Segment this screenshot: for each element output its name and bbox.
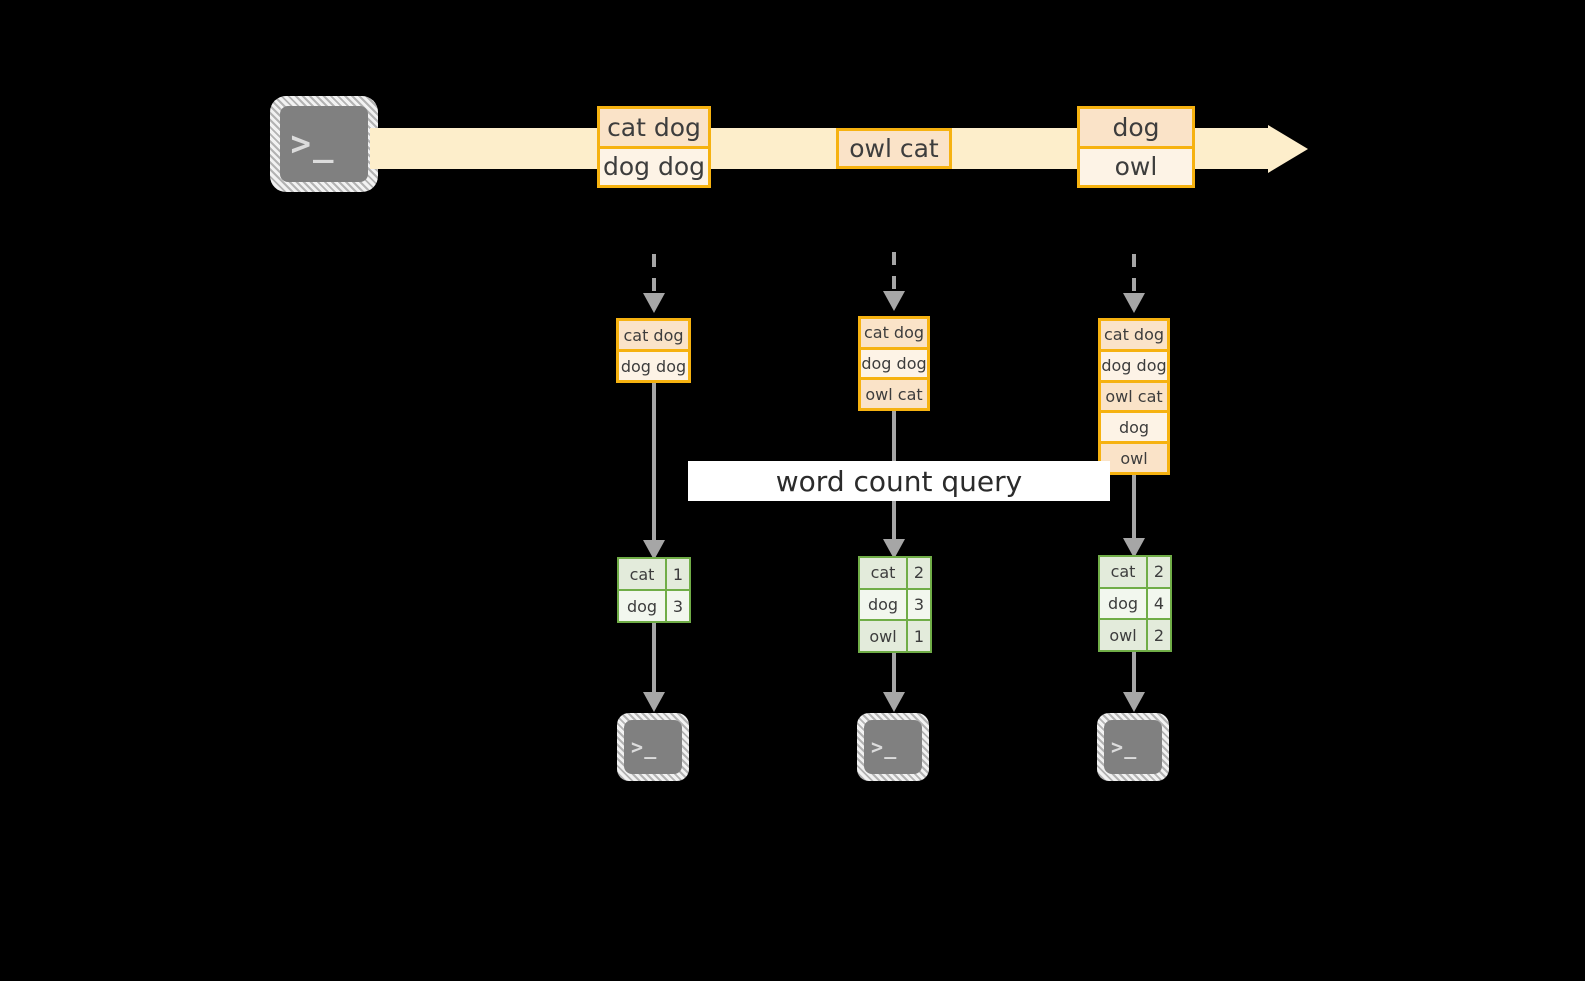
- input-table-row: dog dog: [1101, 348, 1167, 380]
- stream-record-line: owl cat: [839, 131, 949, 166]
- result-word-cell: cat: [619, 559, 665, 589]
- terminal-screen: >_: [1104, 720, 1162, 774]
- result-word-cell: owl: [1100, 620, 1146, 651]
- stream-record-1: cat dog dog dog: [597, 106, 711, 188]
- result-table-row: cat 2: [1100, 557, 1170, 587]
- result-table-row: dog 3: [619, 589, 689, 621]
- query-label-band: word count query: [688, 461, 1110, 501]
- query-connector-col-1: [652, 383, 656, 553]
- result-table-row: owl 2: [1100, 618, 1170, 651]
- result-count-cell: 2: [906, 558, 930, 588]
- result-table-col-1: cat 1 dog 3: [617, 557, 691, 623]
- sink-terminal-icon-col-2: >_: [857, 713, 929, 781]
- source-terminal-icon: >_: [270, 96, 378, 192]
- terminal-prompt-glyph: >_: [1110, 735, 1138, 759]
- stream-record-line: owl: [1080, 145, 1192, 185]
- terminal-screen: >_: [624, 720, 682, 774]
- query-connector-arrow-col-3: [1123, 538, 1145, 558]
- sink-connector-arrow-col-2: [883, 692, 905, 712]
- input-table-row: owl: [1101, 441, 1167, 472]
- input-table-row: cat dog: [861, 319, 927, 347]
- result-word-cell: dog: [619, 591, 665, 621]
- result-word-cell: dog: [860, 589, 906, 620]
- result-table-col-2: cat 2 dog 3 owl 1: [858, 556, 932, 653]
- result-table-row: dog 4: [1100, 586, 1170, 619]
- result-count-cell: 2: [1146, 620, 1170, 651]
- input-table-row: owl cat: [1101, 379, 1167, 411]
- terminal-prompt-glyph: >_: [290, 124, 336, 164]
- dashed-connector-col-1: [652, 254, 656, 298]
- stream-record-line: dog: [1080, 109, 1192, 146]
- dashed-connector-arrow-col-1: [643, 293, 665, 313]
- result-word-cell: dog: [1100, 588, 1146, 619]
- sink-connector-col-3: [1132, 652, 1136, 699]
- result-count-cell: 1: [906, 621, 930, 652]
- result-word-cell: cat: [1100, 557, 1146, 587]
- result-table-row: dog 3: [860, 587, 930, 620]
- terminal-prompt-glyph: >_: [870, 735, 898, 759]
- result-word-cell: owl: [860, 621, 906, 652]
- terminal-prompt-glyph: >_: [630, 735, 658, 759]
- sink-connector-col-1: [652, 623, 656, 699]
- stream-record-3: dog owl: [1077, 106, 1195, 188]
- input-table-row: cat dog: [1101, 321, 1167, 349]
- result-count-cell: 4: [1146, 588, 1170, 619]
- stream-record-line: cat dog: [600, 109, 708, 146]
- result-word-cell: cat: [860, 558, 906, 588]
- input-table-row: dog: [1101, 410, 1167, 442]
- sink-terminal-icon-col-1: >_: [617, 713, 689, 781]
- result-count-cell: 3: [906, 589, 930, 620]
- input-table-col-3: cat dog dog dog owl cat dog owl: [1098, 318, 1170, 475]
- sink-terminal-icon-col-3: >_: [1097, 713, 1169, 781]
- result-table-row: owl 1: [860, 619, 930, 652]
- dashed-connector-col-3: [1132, 254, 1136, 298]
- dashed-connector-arrow-col-3: [1123, 293, 1145, 313]
- input-table-row: dog dog: [619, 349, 688, 380]
- stream-record-2: owl cat: [836, 128, 952, 169]
- result-count-cell: 2: [1146, 557, 1170, 587]
- input-table-col-1: cat dog dog dog: [616, 318, 691, 383]
- terminal-screen: >_: [864, 720, 922, 774]
- sink-connector-col-2: [892, 653, 896, 699]
- result-count-cell: 3: [665, 591, 689, 621]
- input-table-row: cat dog: [619, 321, 688, 349]
- input-table-col-2: cat dog dog dog owl cat: [858, 316, 930, 411]
- query-connector-col-3: [1132, 475, 1136, 551]
- terminal-screen: >_: [280, 106, 368, 182]
- query-connector-arrow-col-2: [883, 539, 905, 559]
- input-table-row: owl cat: [861, 377, 927, 409]
- result-table-col-3: cat 2 dog 4 owl 2: [1098, 555, 1172, 652]
- stream-record-line: dog dog: [600, 145, 708, 185]
- query-connector-arrow-col-1: [643, 540, 665, 560]
- query-label-text: word count query: [775, 464, 1023, 498]
- result-table-row: cat 1: [619, 559, 689, 589]
- result-count-cell: 1: [665, 559, 689, 589]
- sink-connector-arrow-col-3: [1123, 692, 1145, 712]
- sink-connector-arrow-col-1: [643, 692, 665, 712]
- dashed-connector-arrow-col-2: [883, 291, 905, 311]
- input-table-row: dog dog: [861, 346, 927, 378]
- dashed-connector-col-2: [892, 252, 896, 296]
- result-table-row: cat 2: [860, 558, 930, 588]
- stream-arrow-head-icon: [1268, 125, 1308, 173]
